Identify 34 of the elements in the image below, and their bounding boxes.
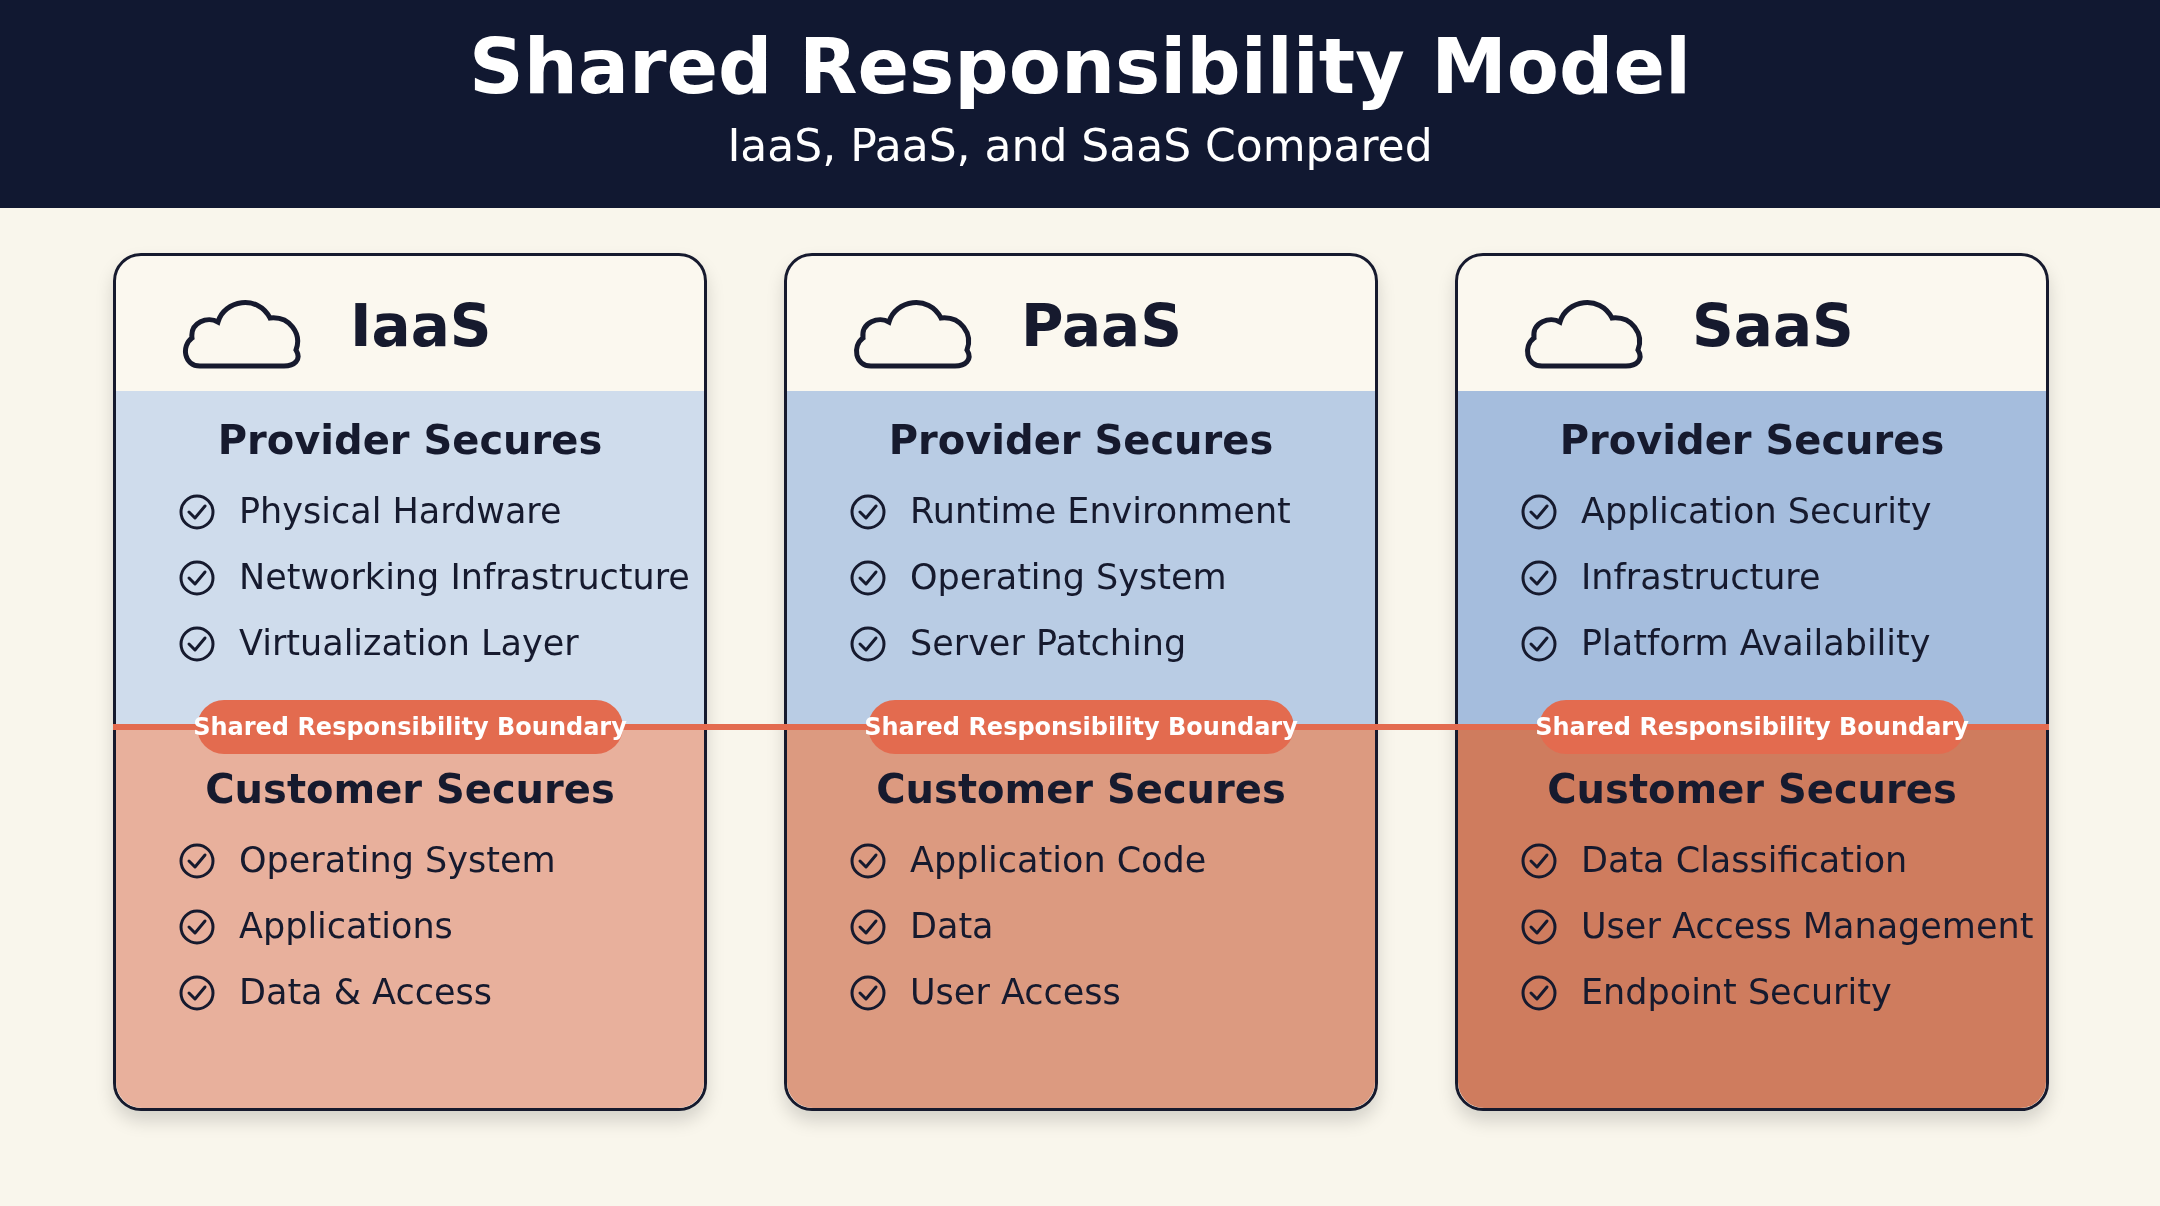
- list-item: User Access Management: [1581, 906, 2034, 946]
- list-item: Operating System: [910, 557, 1227, 597]
- boundary-line: [623, 724, 868, 730]
- card: [1455, 253, 2049, 1111]
- card-heading: SaaS: [1692, 292, 1854, 360]
- list-item: Application Code: [910, 840, 1207, 880]
- list-item: Applications: [239, 906, 453, 946]
- card-heading: PaaS: [1021, 292, 1182, 360]
- section-heading: Customer Secures: [875, 766, 1287, 812]
- section-heading: Provider Secures: [1558, 417, 1946, 463]
- list-item: Virtualization Layer: [239, 623, 579, 663]
- list-item: Server Patching: [910, 623, 1187, 663]
- list-item: Operating System: [239, 840, 556, 880]
- card: [113, 253, 707, 1111]
- list-item: Data Classification: [1581, 840, 1908, 880]
- card: [784, 253, 1378, 1111]
- section-heading: Provider Secures: [216, 417, 604, 463]
- list-item: Runtime Environment: [910, 491, 1291, 531]
- list-item: Data: [910, 906, 994, 946]
- list-item: Platform Availability: [1581, 623, 1931, 663]
- section-heading: Customer Secures: [1546, 766, 1958, 812]
- list-item: Physical Hardware: [239, 491, 562, 531]
- subtitle: IaaS, PaaS, and SaaS Compared: [726, 120, 1434, 171]
- section-heading: Customer Secures: [204, 766, 616, 812]
- list-item: User Access: [910, 972, 1121, 1012]
- list-item: Endpoint Security: [1581, 972, 1892, 1012]
- list-item: Data & Access: [239, 972, 492, 1012]
- section-heading: Provider Secures: [887, 417, 1275, 463]
- title: Shared Responsibility Model: [467, 22, 1693, 111]
- card-heading: IaaS: [350, 292, 492, 360]
- list-item: Infrastructure: [1581, 557, 1821, 597]
- boundary-line: [1294, 724, 1539, 730]
- list-item: Networking Infrastructure: [239, 557, 690, 597]
- list-item: Application Security: [1581, 491, 1932, 531]
